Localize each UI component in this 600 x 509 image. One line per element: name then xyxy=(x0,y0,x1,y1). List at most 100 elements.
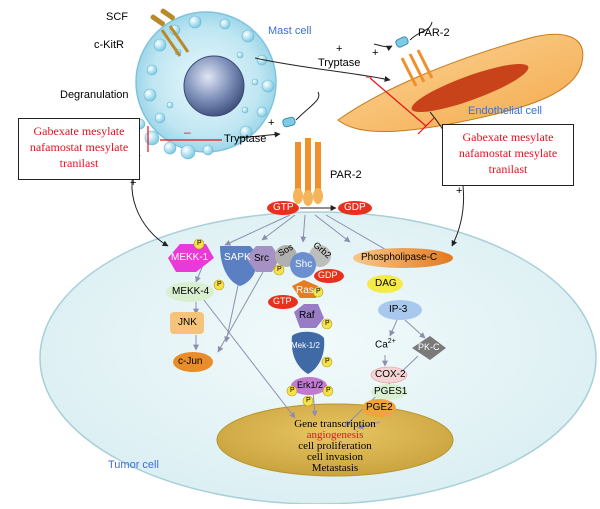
endothelial-nucleus xyxy=(411,63,529,113)
pge2-label: PGE2 xyxy=(366,402,393,413)
phospho-p: P xyxy=(325,320,330,327)
gdp-receptor xyxy=(338,201,372,215)
dag-label: DAG xyxy=(375,278,397,289)
inhibitor-box-left: Gabexate mesylate nafamostat mesylate tr… xyxy=(18,118,140,180)
mek12-node xyxy=(291,331,325,374)
ras-gtp-node xyxy=(268,295,298,309)
ca-label: Ca2+ xyxy=(375,338,396,351)
tumor-par2-receptor xyxy=(293,138,323,206)
red-inhibition xyxy=(147,77,435,152)
pkc-node xyxy=(412,336,446,360)
tryptase-label-mid: Tryptase xyxy=(224,133,267,145)
src-label: Src xyxy=(254,253,269,264)
phospho-p: P xyxy=(290,387,295,394)
plus-sign: + xyxy=(372,47,379,59)
plus-sign: + xyxy=(268,117,275,129)
sapk-node xyxy=(220,246,257,286)
tumor-cell-label: Tumor cell xyxy=(108,459,159,471)
mast-granules xyxy=(143,15,275,139)
cjun-label: c-Jun xyxy=(178,356,203,367)
signal-arrows xyxy=(193,214,426,430)
phospho-badges xyxy=(193,238,334,407)
plus-sign: + xyxy=(130,177,137,189)
tryptase-label-top: Tryptase xyxy=(318,57,361,69)
pge2-node xyxy=(362,399,396,417)
nucleus-line-cell-invasion: cell invasion xyxy=(307,451,363,463)
inhibitor-nafamostat: nafamostat mesylate xyxy=(29,140,129,154)
nucleus-line-cell-proliferation: cell proliferation xyxy=(298,440,372,452)
phospholipase-c-node xyxy=(353,248,453,268)
ckitr-receptor xyxy=(160,25,190,57)
ip3-label: IP-3 xyxy=(389,304,408,315)
mast-nucleus xyxy=(183,55,245,117)
endothelial-cell-label: Endothelial cell xyxy=(468,105,542,117)
inhibitor-nafamostat-right: nafamostat mesylate xyxy=(458,146,558,160)
ras-node xyxy=(292,280,318,298)
sapk-label: SAPK xyxy=(224,252,251,263)
gdp-label: GDP xyxy=(344,202,366,213)
jnk-node xyxy=(170,312,204,334)
endo-tryptase-bound xyxy=(395,36,409,48)
degranulation-label: Degranulation xyxy=(60,89,129,101)
shc-label: Shc xyxy=(295,259,313,270)
cox2-label: COX-2 xyxy=(375,369,406,380)
inhibitor-gabexate-right: Gabexate mesylate xyxy=(462,130,554,144)
phospho-p: P xyxy=(277,266,282,273)
ras-gdp-label: GDP xyxy=(318,270,338,280)
gtp-receptor xyxy=(267,201,299,215)
phospho-p: P xyxy=(197,240,202,247)
mekk4-node xyxy=(166,282,214,302)
ras-gtp-label: GTP xyxy=(273,296,292,306)
tumor-tryptase-bound xyxy=(282,116,296,128)
pges1-node xyxy=(371,384,407,400)
phospho-p: P xyxy=(325,358,330,365)
nucleus-text: Gene transcription angiogenesis cell pro… xyxy=(235,419,435,474)
dag-node xyxy=(367,275,403,293)
phospho-p: P xyxy=(316,288,321,295)
nucleus-line-metastasis: Metastasis xyxy=(311,462,359,474)
shc-node xyxy=(290,252,316,278)
mekk1-node xyxy=(168,244,214,272)
inhibitor-tranilast: tranilast xyxy=(59,156,99,170)
nucleus-line-angiogenesis: angiogenesis xyxy=(306,429,364,441)
phospho-p: P xyxy=(306,397,311,404)
erk12-node xyxy=(291,377,327,395)
pges1-label: PGES1 xyxy=(374,386,408,397)
minus-sign: – xyxy=(366,69,373,83)
inhibitor-gabexate: Gabexate mesylate xyxy=(33,124,125,138)
raf-label: Raf xyxy=(299,310,315,321)
cjun-node xyxy=(173,352,213,372)
cox2-node xyxy=(370,366,408,384)
mek12-label: Mek-1/2 xyxy=(291,341,320,350)
scf-label: SCF xyxy=(106,11,128,23)
phospho-p: P xyxy=(326,387,331,394)
endo-par2-receptor xyxy=(400,49,434,87)
erk12-label: Erk1/2 xyxy=(297,380,324,390)
ckitr-label: c-KitR xyxy=(94,39,124,51)
raf-node xyxy=(294,304,324,328)
inhibitor-box-right: Gabexate mesylate nafamostat mesylate tr… xyxy=(442,124,574,186)
ras-label: Ras xyxy=(296,285,314,296)
ras-gdp-node xyxy=(314,269,344,283)
jnk-label: JNK xyxy=(178,317,197,328)
par2-label-tumor: PAR-2 xyxy=(330,169,362,181)
phospho-p: P xyxy=(217,281,222,288)
inhibitor-tranilast-right: tranilast xyxy=(488,162,528,176)
phospholipase-c-label: Phospholipase-C xyxy=(361,252,438,263)
par2-label-endothelial: PAR-2 xyxy=(418,27,450,39)
minus-sign: – xyxy=(184,125,191,139)
plus-sign: + xyxy=(456,185,463,197)
mekk1-label: MEKK-1 xyxy=(171,252,209,263)
tumor-nucleus xyxy=(216,403,454,477)
scf-ligand xyxy=(150,8,175,27)
mast-cell-label: Mast cell xyxy=(268,25,312,37)
plus-sign: + xyxy=(336,43,343,55)
pkc-label: PK-C xyxy=(418,342,440,352)
nucleus-line-gene-transcription: Gene transcription xyxy=(294,418,376,430)
mekk4-label: MEKK-4 xyxy=(172,286,210,297)
src-node xyxy=(246,246,280,272)
ip3-node xyxy=(378,300,422,320)
gtp-label: GTP xyxy=(273,202,294,213)
